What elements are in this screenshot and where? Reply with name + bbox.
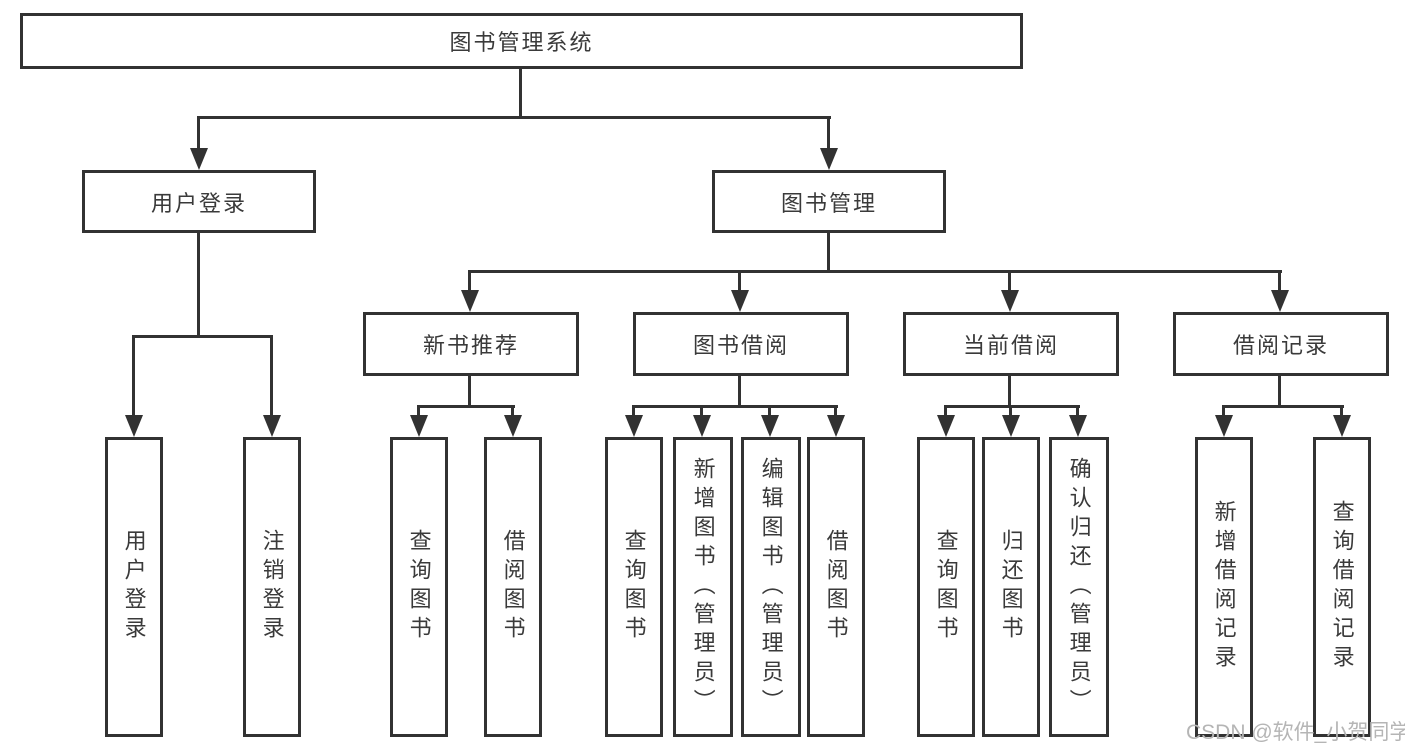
connector-group-bar xyxy=(944,405,1080,408)
arrow-down-icon xyxy=(504,415,522,437)
connector-group-bar xyxy=(417,405,515,408)
node-label: 归还图书 xyxy=(998,529,1024,645)
node-label: 新书推荐 xyxy=(422,333,519,358)
node-label: 图书管理系统 xyxy=(449,30,594,55)
connector-user-login-bar xyxy=(132,335,273,338)
connector-group-down xyxy=(1008,373,1011,408)
connector-stem xyxy=(1008,270,1011,292)
node-label: 借阅图书 xyxy=(823,529,849,645)
arrow-down-icon xyxy=(731,290,749,312)
node-label: 注销登录 xyxy=(259,529,285,645)
connector-stem xyxy=(468,270,471,292)
node-label: 查询图书 xyxy=(933,529,959,645)
arrow-down-icon xyxy=(937,415,955,437)
arrow-down-icon xyxy=(1002,415,1020,437)
node-label: 图书管理 xyxy=(780,190,877,216)
node-label: 用户登录 xyxy=(150,190,247,216)
node-borrow-books-leaf: 借阅图书 xyxy=(807,437,865,737)
node-book-management: 图书管理 xyxy=(712,170,946,233)
node-label: 查询借阅记录 xyxy=(1329,500,1355,674)
arrow-down-icon xyxy=(761,415,779,437)
node-query-borrow-record: 查询借阅记录 xyxy=(1313,437,1371,737)
arrow-down-icon xyxy=(461,290,479,312)
arrow-down-icon xyxy=(1215,415,1233,437)
connector-group-down xyxy=(738,373,741,408)
connector-stem xyxy=(270,335,273,417)
connector-root-stem xyxy=(519,66,522,119)
arrow-down-icon xyxy=(1069,415,1087,437)
arrow-down-icon xyxy=(1001,290,1019,312)
node-library-management-system: 图书管理系统 xyxy=(20,13,1023,69)
connector-user-login-down xyxy=(197,230,200,338)
node-label: 编辑图书（管理员） xyxy=(758,456,784,718)
connector-group-bar xyxy=(632,405,838,408)
node-label: 查询图书 xyxy=(621,529,647,645)
arrow-down-icon xyxy=(263,415,281,437)
node-current-borrowing: 当前借阅 xyxy=(903,312,1119,376)
arrow-down-icon xyxy=(693,415,711,437)
connector-stem xyxy=(632,405,635,417)
connector-level2-bar xyxy=(197,116,831,119)
arrow-down-icon xyxy=(1271,290,1289,312)
node-user-login: 用户登录 xyxy=(82,170,316,233)
node-new-book-recommendation: 新书推荐 xyxy=(363,312,579,376)
node-label: 当前借阅 xyxy=(962,333,1059,358)
arrow-down-icon xyxy=(410,415,428,437)
connector-stem xyxy=(768,405,771,417)
arrow-down-icon xyxy=(1333,415,1351,437)
connector-stem xyxy=(1076,405,1079,417)
node-label: 新增图书（管理员） xyxy=(690,456,716,718)
node-borrow-books-recommend: 借阅图书 xyxy=(484,437,542,737)
node-label: 用户登录 xyxy=(121,529,147,645)
connector-user-login-stem xyxy=(197,116,200,150)
connector-level3-bar xyxy=(468,270,1282,273)
arrow-down-icon xyxy=(820,148,838,170)
node-confirm-return-admin: 确认归还（管理员） xyxy=(1049,437,1109,737)
connector-stem xyxy=(834,405,837,417)
node-query-books-borrow: 查询图书 xyxy=(605,437,663,737)
node-query-books-recommend: 查询图书 xyxy=(390,437,448,737)
connector-stem xyxy=(738,270,741,292)
csdn-watermark: CSDN @软件_小贺同学 xyxy=(1186,721,1405,744)
arrow-down-icon xyxy=(827,415,845,437)
node-borrowing-records: 借阅记录 xyxy=(1173,312,1389,376)
node-return-book: 归还图书 xyxy=(982,437,1040,737)
node-query-books-current: 查询图书 xyxy=(917,437,975,737)
connector-stem xyxy=(417,405,420,417)
node-logout: 注销登录 xyxy=(243,437,301,737)
node-edit-book-admin: 编辑图书（管理员） xyxy=(741,437,801,737)
arrow-down-icon xyxy=(190,148,208,170)
arrow-down-icon xyxy=(125,415,143,437)
connector-stem xyxy=(944,405,947,417)
node-add-borrow-record: 新增借阅记录 xyxy=(1195,437,1253,737)
connector-stem xyxy=(1278,270,1281,292)
connector-stem xyxy=(700,405,703,417)
connector-group-down xyxy=(1278,373,1281,408)
node-user-login-leaf: 用户登录 xyxy=(105,437,163,737)
connector-stem xyxy=(1222,405,1225,417)
connector-group-down xyxy=(468,373,471,408)
connector-book-mgmt-down xyxy=(827,230,830,273)
node-label: 确认归还（管理员） xyxy=(1066,456,1092,718)
connector-stem xyxy=(511,405,514,417)
node-label: 图书借阅 xyxy=(692,333,789,358)
node-label: 借阅图书 xyxy=(500,529,526,645)
connector-stem xyxy=(132,335,135,417)
connector-stem xyxy=(1009,405,1012,417)
node-label: 查询图书 xyxy=(406,529,432,645)
connector-group-bar xyxy=(1222,405,1344,408)
node-book-borrowing: 图书借阅 xyxy=(633,312,849,376)
node-label: 新增借阅记录 xyxy=(1211,500,1237,674)
connector-stem xyxy=(1340,405,1343,417)
node-label: 借阅记录 xyxy=(1232,333,1329,358)
node-add-book-admin: 新增图书（管理员） xyxy=(673,437,733,737)
connector-book-mgmt-stem xyxy=(827,116,830,150)
arrow-down-icon xyxy=(625,415,643,437)
